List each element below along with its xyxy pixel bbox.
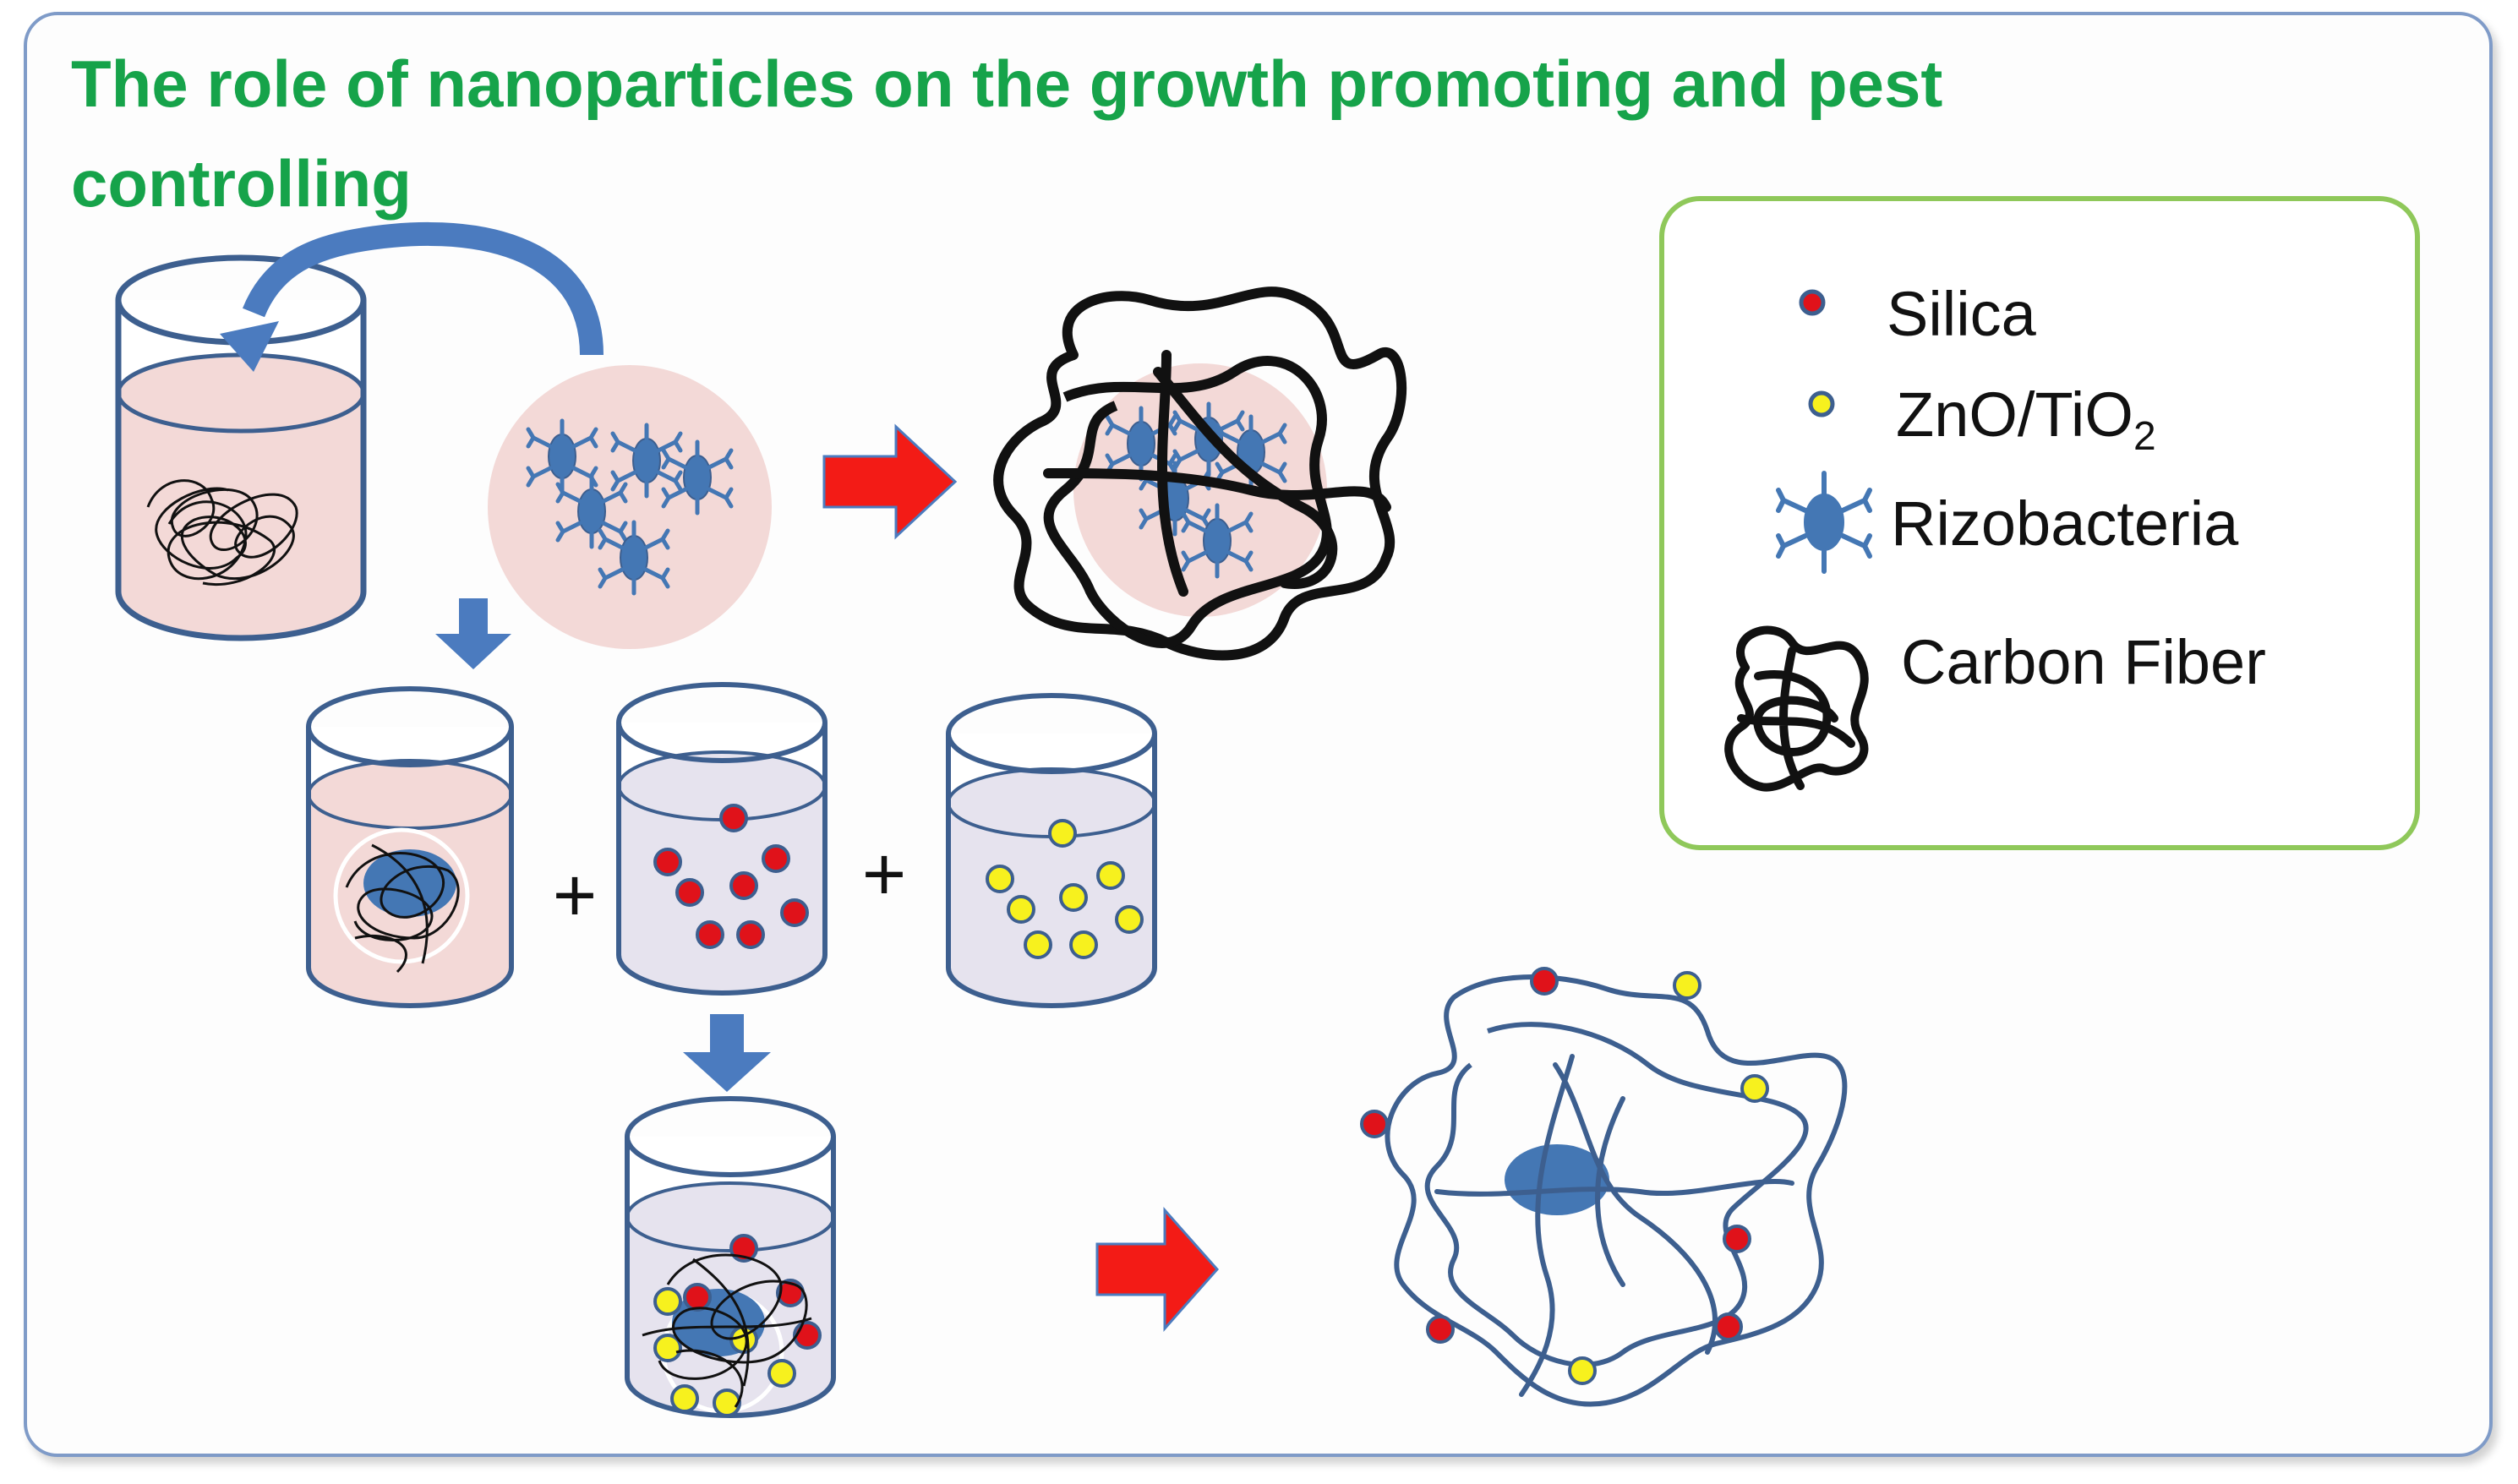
red-arrow-2 — [1095, 1207, 1220, 1332]
silica-dot — [780, 898, 809, 927]
beaker-silica — [616, 682, 827, 996]
curved-arrow-head — [220, 321, 279, 372]
silica-dot — [729, 871, 758, 900]
legend-label-zno-tio2: ZnO/TiO2 — [1896, 381, 2156, 471]
legend-label-zno-tio2-subscript: 2 — [2133, 414, 2156, 459]
zno-dot — [1059, 883, 1088, 912]
silica-dot — [653, 848, 682, 876]
legend-silica-dot — [1799, 289, 1826, 316]
legend-label-rizobacteria: Rizobacteria — [1891, 488, 2239, 559]
silica-dot — [696, 920, 724, 949]
beaker-carbon-fiber — [115, 254, 367, 641]
legend-zno-dot — [1808, 390, 1835, 417]
legend-rizobacteria-icon — [1776, 471, 1872, 574]
final-composite — [1360, 967, 1848, 1407]
beaker-mixed — [625, 1096, 836, 1418]
legend-label-carbon-fiber: Carbon Fiber — [1901, 627, 2266, 697]
silica-dot — [762, 844, 790, 873]
zno-dot — [1024, 930, 1052, 959]
down-arrow-2 — [683, 1014, 771, 1092]
silica-dot — [719, 804, 748, 832]
legend-carbon-fiber-icon — [1724, 625, 1869, 792]
composite-fiber-bacteria — [993, 286, 1407, 661]
zno-dot — [1069, 930, 1098, 959]
legend-label-silica: Silica — [1887, 279, 2036, 349]
curved-arrow — [243, 222, 604, 356]
red-arrow-1 — [822, 423, 958, 540]
zno-dot — [986, 865, 1014, 893]
beaker-fiber-bacteria — [306, 686, 514, 1008]
zno-dot — [1048, 819, 1077, 848]
legend-markers — [1724, 289, 1872, 792]
zno-dot — [1007, 895, 1035, 924]
figure-title: The role of nanoparticles on the growth … — [71, 46, 1943, 221]
plus-operator-1: + — [553, 854, 598, 938]
silica-dot — [675, 878, 704, 907]
zno-dot — [1096, 861, 1125, 890]
legend-label-zno-tio2-text: ZnO/TiO — [1896, 379, 2133, 450]
zno-dot — [1115, 905, 1144, 934]
plus-operator-2: + — [862, 832, 907, 917]
silica-dot — [736, 920, 765, 949]
beaker-zno-tio2 — [946, 693, 1157, 1008]
down-arrow-1 — [435, 598, 511, 669]
rizobacteria-cluster — [488, 365, 772, 649]
